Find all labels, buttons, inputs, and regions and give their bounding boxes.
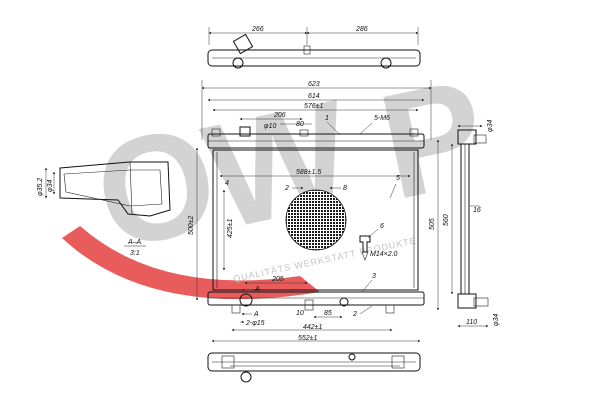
dim-442: 442±1 xyxy=(303,324,323,331)
lower-tank-front xyxy=(207,291,425,306)
label-a-bottom: A xyxy=(253,311,259,318)
dim-phi35-2: φ35.2 xyxy=(37,178,44,196)
upper-tank-top xyxy=(207,49,421,67)
callout-1: 1 xyxy=(325,115,329,122)
dim-110: 110 xyxy=(466,319,477,326)
dim-576: 576±1 xyxy=(304,103,324,110)
callout-5: 5 xyxy=(396,175,400,182)
dim-266: 266 xyxy=(251,26,264,33)
callout-2-top: 2 xyxy=(284,185,289,192)
dim-85: 85 xyxy=(324,310,332,317)
dim-623: 623 xyxy=(308,81,320,88)
radiator-core xyxy=(212,149,419,291)
dim-552: 552±1 xyxy=(298,335,318,342)
dim-2-phi15: 2-φ15 xyxy=(245,320,265,327)
lower-tank-bottom xyxy=(207,352,421,372)
dim-205: 205 xyxy=(271,276,284,283)
dim-614: 614 xyxy=(308,93,320,100)
dim-80: 80 xyxy=(296,121,304,128)
side-view: φ34 560 16 110 φ34 xyxy=(443,120,500,328)
dim-phi34-side-top: φ34 xyxy=(487,120,494,132)
logo-red-swoosh xyxy=(62,226,320,300)
top-view: 266 286 xyxy=(207,26,421,69)
bottom-view xyxy=(207,352,421,383)
filler-neck xyxy=(232,33,254,55)
side-lower-tank xyxy=(457,293,477,309)
dim-16: 16 xyxy=(473,207,481,214)
callout-4: 4 xyxy=(225,180,229,187)
dim-560: 560 xyxy=(443,214,450,226)
drain-thread: M14×2.0 xyxy=(370,251,398,258)
dim-588: 588±1.5 xyxy=(296,169,321,176)
owp-logo-watermark: O W P QUALITÄTS WERKSTATT PRODUKTE xyxy=(62,46,500,300)
dim-phi34-side-bottom: φ34 xyxy=(493,314,500,326)
callout-8: 8 xyxy=(343,185,347,192)
dim-206: 206 xyxy=(273,112,286,119)
callout-2-bottom: 2 xyxy=(352,311,357,318)
dim-500: 500±2 xyxy=(188,215,195,235)
logo-letter-p: P xyxy=(367,46,500,231)
drain-plug xyxy=(359,235,371,253)
section-a-a: φ35.2 φ34 A–A 3:1 xyxy=(37,161,171,257)
section-scale: 3:1 xyxy=(130,250,140,257)
callout-3: 3 xyxy=(372,273,376,280)
dim-phi10: φ10 xyxy=(264,123,276,130)
dim-425: 425±1 xyxy=(227,218,234,238)
dim-286: 286 xyxy=(355,26,368,33)
callout-6: 6 xyxy=(380,223,384,230)
front-view: 623 614 576±1 206 φ10 80 1 5-M6 588±1.5 … xyxy=(188,80,440,343)
section-label: A–A xyxy=(127,239,142,246)
dim-10: 10 xyxy=(296,310,304,317)
dim-505: 505 xyxy=(429,218,436,230)
dim-phi34-section: φ34 xyxy=(47,180,54,192)
thread-5-m6: 5-M6 xyxy=(374,115,390,122)
outlet-pipe-section xyxy=(59,161,171,217)
fan-mesh xyxy=(285,189,347,251)
label-a-top: A xyxy=(254,286,260,293)
